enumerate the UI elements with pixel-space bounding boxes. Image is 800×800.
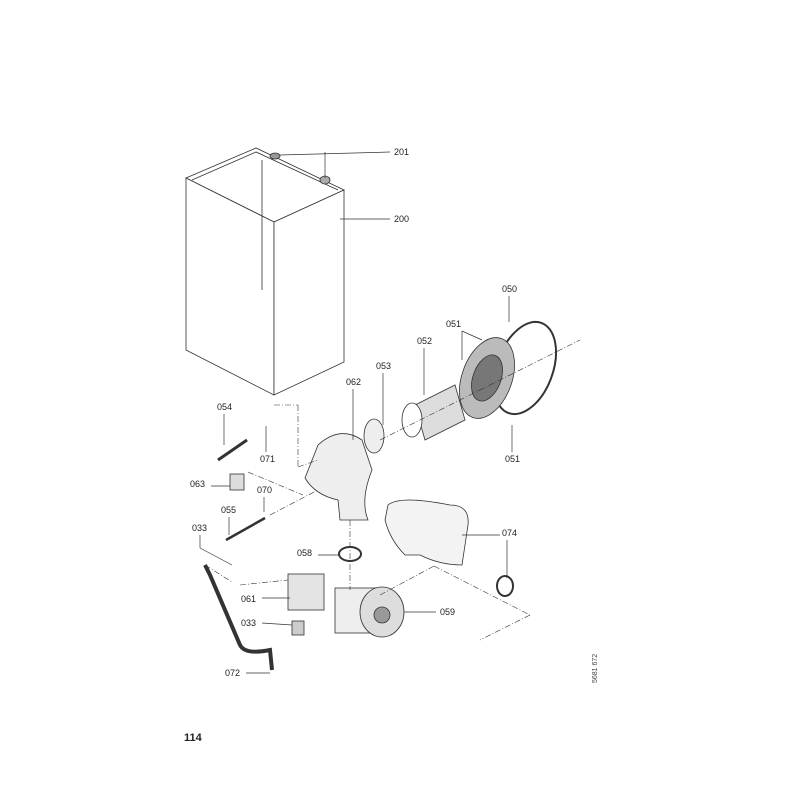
- callout-050: 050: [502, 284, 518, 294]
- fan-059: [334, 586, 405, 638]
- cabinet-casing-200: [185, 147, 345, 396]
- callout-053: 053: [376, 361, 392, 371]
- ignition-electrode-055: [225, 516, 266, 542]
- document-id: 5681 672: [592, 653, 599, 683]
- callout-070: 070: [257, 485, 273, 495]
- gasket-053: [363, 418, 385, 454]
- callout-201: 201: [394, 147, 410, 157]
- callout-074: 074: [502, 528, 518, 538]
- gas-pipe-033: [203, 564, 274, 671]
- air-duct-074: [384, 499, 469, 566]
- gas-valve-061: [287, 573, 325, 611]
- leader-lines: [199, 151, 513, 674]
- ignition-module-063: [229, 473, 245, 491]
- callout-072: 072: [225, 668, 241, 678]
- callout-033-pipe: 033: [192, 523, 208, 533]
- ionisation-electrode-054: [217, 438, 248, 462]
- callout-058: 058: [297, 548, 313, 558]
- mixing-housing-062: [304, 433, 373, 521]
- callout-054: 054: [217, 402, 233, 412]
- callout-051-top: 051: [446, 319, 462, 329]
- callout-071: 071: [260, 454, 276, 464]
- page-number: 114: [184, 732, 202, 744]
- callout-200: 200: [394, 214, 410, 224]
- callout-055: 055: [221, 505, 237, 515]
- callout-062: 062: [346, 377, 362, 387]
- callout-059: 059: [440, 607, 456, 617]
- callout-061: 061: [241, 594, 257, 604]
- callout-051-bottom: 051: [505, 454, 521, 464]
- assembly-lines: [204, 339, 581, 641]
- ring-074: [496, 575, 514, 597]
- burner-door: [459, 337, 515, 419]
- burner-tube-052: [401, 384, 466, 441]
- callout-033-clip: 033: [241, 618, 257, 628]
- clip-033: [291, 620, 305, 636]
- callout-063: 063: [190, 479, 206, 489]
- callout-052: 052: [417, 336, 433, 346]
